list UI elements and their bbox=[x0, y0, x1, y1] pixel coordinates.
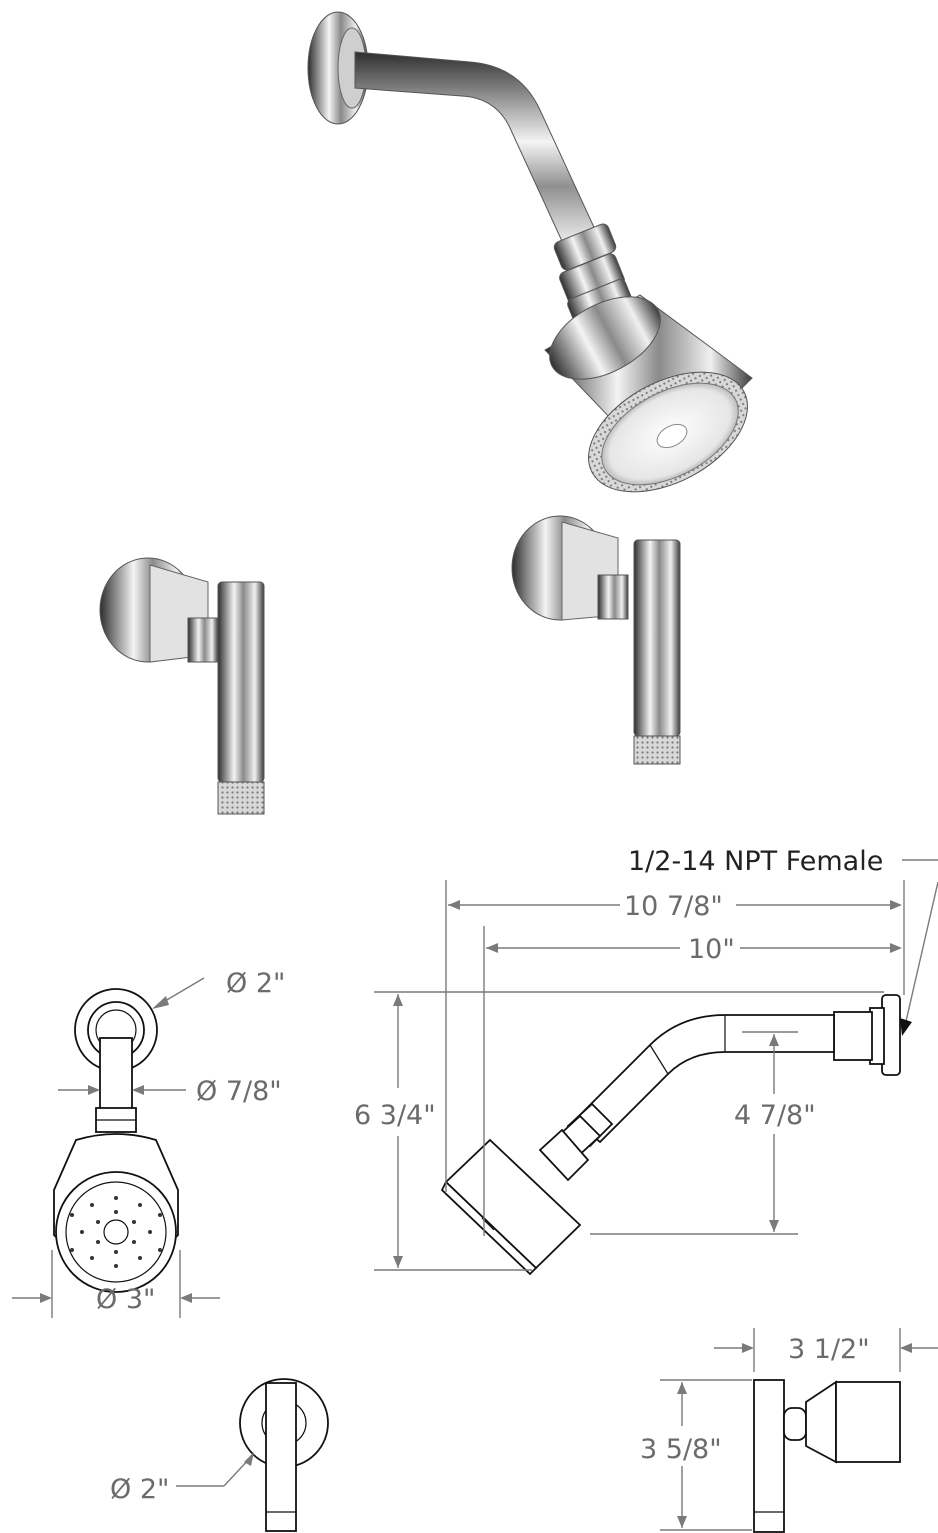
flange-diameter-label: Ø 2" bbox=[226, 968, 285, 999]
dim-arm-diameter: Ø 7/8" bbox=[58, 1076, 282, 1107]
handle-front-view bbox=[239, 1378, 329, 1532]
dim-handle-projection: 3 1/2" bbox=[714, 1328, 938, 1372]
shower-head-render bbox=[544, 294, 753, 493]
left-handle-render bbox=[99, 557, 265, 815]
front-view-shower bbox=[53, 988, 179, 1293]
overall-height-label: 6 3/4" bbox=[354, 1100, 436, 1131]
shower-arm-render bbox=[307, 11, 635, 332]
overall-length-label: 10 7/8" bbox=[624, 891, 723, 922]
dim-arm-drop: 4 7/8" bbox=[590, 1031, 816, 1235]
dim-handle-flange-diameter: Ø 2" bbox=[110, 1452, 254, 1505]
dim-overall-length: 10 7/8" bbox=[445, 880, 902, 1192]
handle-flange-diameter-label: Ø 2" bbox=[110, 1474, 169, 1505]
dim-overall-height: 6 3/4" bbox=[354, 991, 884, 1271]
spray-nozzles bbox=[70, 1196, 162, 1268]
right-handle-render bbox=[511, 515, 681, 765]
handle-projection-label: 3 1/2" bbox=[788, 1334, 870, 1365]
head-diameter-label: Ø 3" bbox=[96, 1284, 155, 1315]
side-view-shower bbox=[440, 994, 901, 1276]
handle-side-view bbox=[753, 1379, 901, 1533]
dim-thread-spec: 1/2-14 NPT Female bbox=[628, 846, 938, 1036]
arm-diameter-label: Ø 7/8" bbox=[196, 1076, 282, 1107]
dim-arm-length: 10" bbox=[483, 926, 902, 1236]
arm-drop-label: 4 7/8" bbox=[734, 1100, 816, 1131]
dim-head-diameter: Ø 3" bbox=[12, 1250, 220, 1318]
handle-height-label: 3 5/8" bbox=[640, 1434, 722, 1465]
dim-handle-height: 3 5/8" bbox=[640, 1379, 752, 1531]
thread-spec-label: 1/2-14 NPT Female bbox=[628, 846, 883, 877]
arm-length-label: 10" bbox=[688, 934, 735, 965]
dim-flange-diameter: Ø 2" bbox=[152, 968, 285, 1009]
